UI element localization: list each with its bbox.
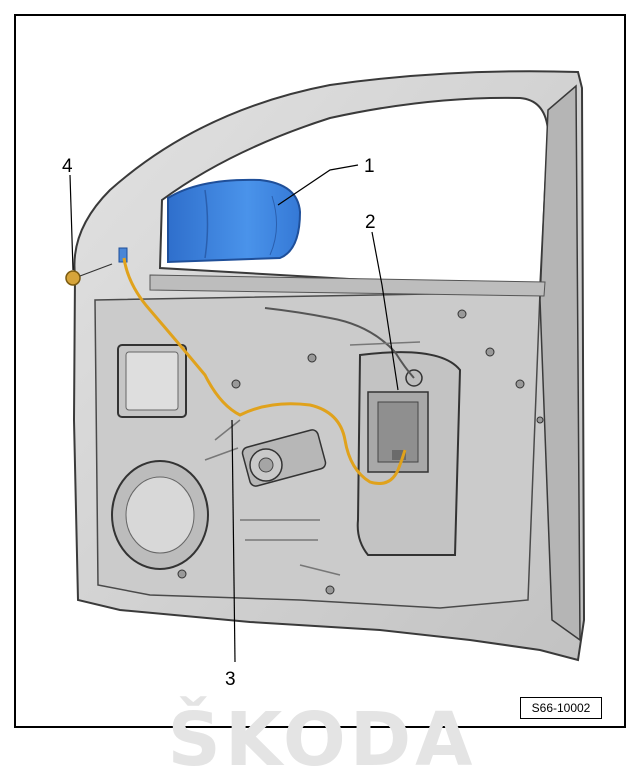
callout-1: 1 xyxy=(364,156,375,177)
callout-3: 3 xyxy=(225,669,236,690)
mirror-wiring-harness xyxy=(122,257,407,485)
window-sill-rail xyxy=(149,274,546,297)
bowden-cable xyxy=(264,307,415,379)
door-diagram: 1 2 3 4 xyxy=(62,70,586,690)
access-opening-left-inner xyxy=(125,351,179,411)
skoda-watermark: ŠKODA xyxy=(167,697,477,783)
b-pillar xyxy=(539,84,581,642)
door-control-unit xyxy=(367,391,429,473)
panel-ribs xyxy=(204,341,421,576)
exterior-mirror xyxy=(167,178,302,264)
reference-code-label: S66-10002 xyxy=(520,697,602,719)
callout-2: 2 xyxy=(365,212,376,233)
window-motor xyxy=(241,429,327,487)
mounting-holes xyxy=(177,309,544,595)
callout-leaders xyxy=(69,164,399,663)
callout-4: 4 xyxy=(62,156,73,177)
mirror-bolt xyxy=(65,263,113,286)
speaker-opening-inner xyxy=(125,476,195,554)
mirror-connector xyxy=(118,247,128,263)
